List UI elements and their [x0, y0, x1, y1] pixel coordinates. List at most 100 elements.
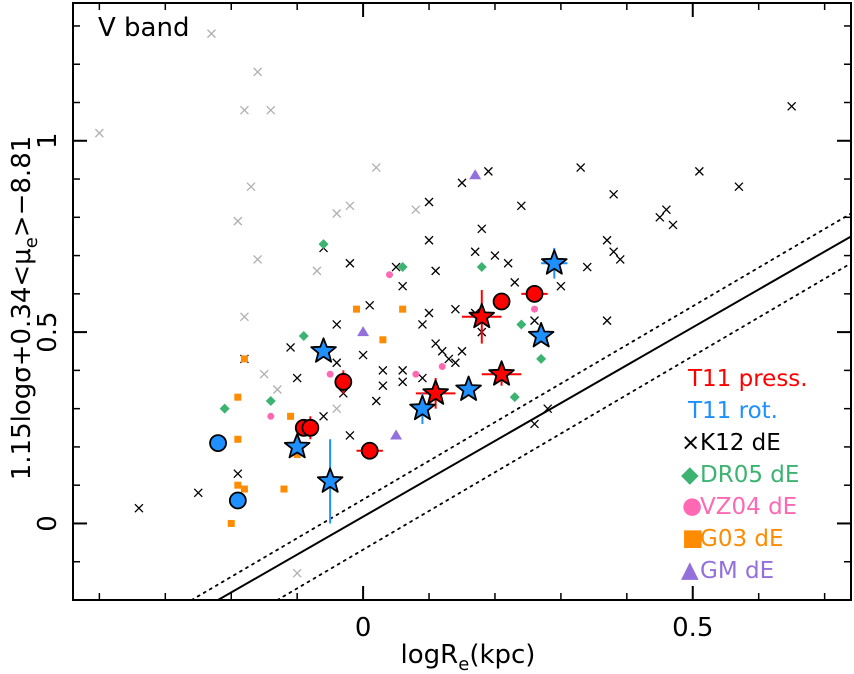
data-point — [298, 330, 309, 341]
data-point — [280, 485, 288, 493]
data-point — [385, 271, 393, 279]
series-gm — [357, 169, 482, 440]
data-point — [94, 128, 104, 138]
data-point — [228, 491, 247, 510]
data-point — [397, 262, 408, 273]
data-point — [398, 365, 408, 375]
data-point — [417, 373, 427, 383]
legend-k12: K12 dE — [700, 430, 781, 456]
y-axis-title-tail: >−8.81 — [7, 136, 37, 237]
data-point — [424, 235, 434, 245]
data-point — [345, 201, 355, 211]
data-point — [409, 394, 436, 421]
y-tick-label: 0.5 — [33, 311, 63, 352]
data-point — [510, 277, 520, 287]
data-point — [609, 189, 619, 199]
data-point — [379, 336, 387, 344]
data-point — [527, 322, 555, 348]
x-axis-title-main: logR — [401, 640, 459, 670]
legend: T11 press. T11 rot. × K12 dE ◆ DR05 dE ●… — [681, 366, 808, 584]
data-point — [233, 469, 243, 479]
data-point — [492, 292, 511, 311]
relation-lines — [190, 212, 851, 600]
data-point — [234, 435, 242, 443]
data-point — [239, 312, 249, 322]
data-point — [602, 235, 612, 245]
legend-vz04: VZ04 dE — [700, 494, 797, 520]
legend-vz04-marker: ● — [682, 493, 702, 519]
y-axis-title: 1.15logσ+0.34<μe>−8.81 — [7, 136, 42, 481]
legend-g03-marker: ■ — [682, 525, 704, 551]
legend-gm-marker: ▲ — [681, 557, 699, 583]
data-point — [227, 519, 235, 527]
data-point — [259, 369, 269, 379]
legend-dr05-marker: ◆ — [681, 462, 699, 488]
data-point — [455, 375, 482, 401]
data-point — [358, 350, 368, 360]
data-point — [357, 326, 370, 337]
data-point — [286, 342, 296, 352]
data-point — [602, 316, 612, 326]
data-point — [378, 365, 388, 375]
data-point — [391, 262, 401, 272]
data-point — [326, 370, 334, 378]
data-point — [509, 392, 520, 403]
data-point — [240, 355, 248, 363]
data-point — [422, 379, 449, 405]
data-point — [266, 105, 276, 115]
x-axis-title-tail: (kpc) — [469, 640, 535, 670]
data-point — [334, 372, 353, 391]
data-point — [530, 419, 539, 429]
data-point — [287, 412, 295, 420]
data-point — [292, 568, 302, 578]
data-point — [234, 481, 242, 489]
data-point — [267, 412, 275, 420]
data-point — [332, 320, 342, 329]
data-point — [543, 404, 553, 414]
data-point — [457, 346, 467, 356]
data-point — [365, 300, 375, 310]
data-point — [483, 166, 493, 176]
data-point — [424, 197, 434, 207]
data-point — [206, 29, 216, 39]
band-label: V band — [98, 13, 189, 43]
data-point — [609, 247, 619, 257]
data-point — [301, 418, 320, 437]
data-point — [615, 254, 625, 264]
data-point — [240, 485, 248, 493]
data-point — [438, 363, 446, 371]
series-vz04 — [267, 271, 539, 420]
series-g03 — [227, 305, 407, 527]
line-lower — [276, 262, 851, 600]
data-point — [444, 354, 454, 364]
data-point — [531, 305, 539, 313]
data-point — [476, 262, 487, 273]
data-point — [332, 209, 342, 218]
data-point — [312, 266, 322, 276]
data-point — [582, 262, 592, 272]
data-point — [345, 430, 355, 440]
series-t11_rot_circle — [209, 434, 247, 510]
data-point — [209, 434, 227, 452]
data-point — [398, 377, 408, 387]
data-point — [536, 353, 547, 364]
data-point — [332, 358, 342, 368]
data-point — [193, 488, 203, 498]
data-point — [399, 305, 407, 313]
line-relation — [217, 235, 851, 600]
data-point — [694, 166, 704, 176]
legend-dr05: DR05 dE — [700, 462, 799, 488]
data-point — [390, 429, 403, 440]
data-point — [490, 251, 500, 261]
data-point — [353, 305, 361, 313]
x-axis-title: logRe(kpc) — [401, 640, 536, 674]
data-point — [661, 205, 671, 215]
data-point — [234, 393, 242, 401]
data-point — [371, 163, 381, 173]
data-point — [233, 216, 243, 226]
data-point — [412, 370, 420, 378]
y-tick-label: 0 — [33, 515, 63, 532]
data-point — [734, 182, 744, 192]
